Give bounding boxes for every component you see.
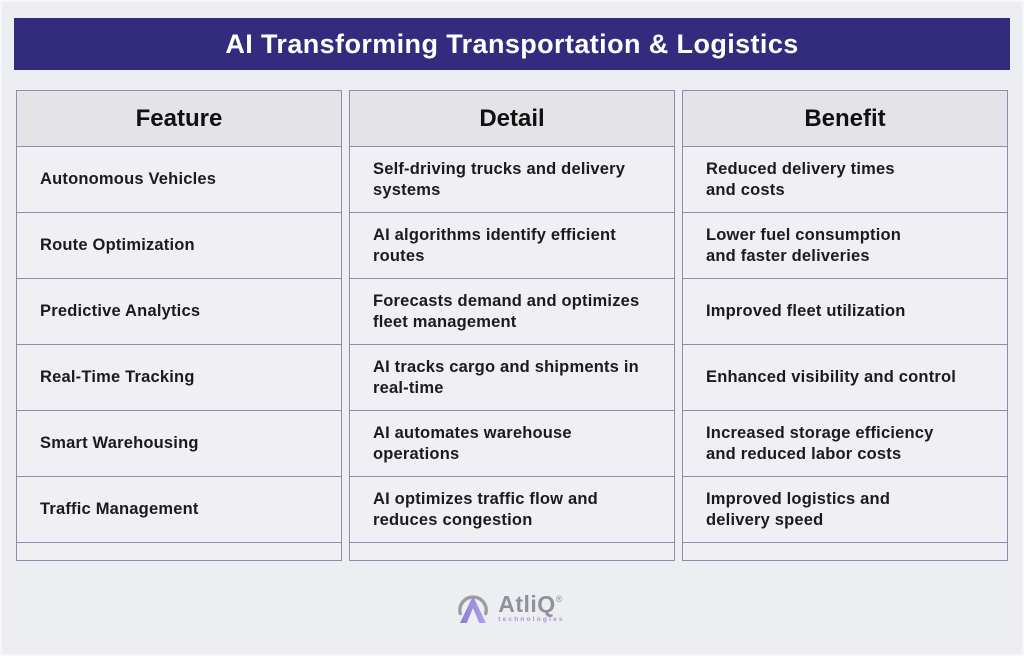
table-cell-empty (17, 543, 341, 560)
table-cell: Real-Time Tracking (17, 345, 341, 411)
table-cell: Improved fleet utilization (683, 279, 1007, 345)
atliq-logo-icon (458, 595, 489, 623)
table-cell: Autonomous Vehicles (17, 147, 341, 213)
table-cell: Predictive Analytics (17, 279, 341, 345)
table-cell: Traffic Management (17, 477, 341, 543)
table-cell: AI tracks cargo and shipments in real-ti… (350, 345, 674, 411)
column-feature: Feature Autonomous Vehicles Route Optimi… (16, 90, 342, 561)
column-header-feature: Feature (17, 91, 341, 147)
table-cell: AI automates warehouse operations (350, 411, 674, 477)
title-banner: AI Transforming Transportation & Logisti… (14, 18, 1010, 70)
table-cell: Smart Warehousing (17, 411, 341, 477)
table-cell: AI algorithms identify efficient routes (350, 213, 674, 279)
table-cell-empty (350, 543, 674, 560)
table-cell: Increased storage efficiency and reduced… (683, 411, 1007, 477)
column-benefit: Benefit Reduced delivery times and costs… (682, 90, 1008, 561)
brand-name: AtliQ (498, 590, 556, 617)
table-cell: Reduced delivery times and costs (683, 147, 1007, 213)
column-detail: Detail Self-driving trucks and delivery … (349, 90, 675, 561)
brand-block: AtliQ® technologies (498, 590, 569, 624)
table-cell-empty (683, 543, 1007, 560)
table-cell: AI optimizes traffic flow and reduces co… (350, 477, 674, 543)
table-cell: Enhanced visibility and control (683, 345, 1007, 411)
column-header-detail: Detail (350, 91, 674, 147)
table-cell: Lower fuel consumption and faster delive… (683, 213, 1007, 279)
table-cell: Improved logistics and delivery speed (683, 477, 1007, 543)
page-title: AI Transforming Transportation & Logisti… (225, 28, 799, 59)
table-cell: Self-driving trucks and delivery systems (350, 147, 674, 213)
comparison-table: Feature Autonomous Vehicles Route Optimi… (16, 90, 1008, 561)
footer: AtliQ® technologies (2, 589, 1022, 627)
table-cell: Forecasts demand and optimizes fleet man… (350, 279, 674, 345)
trademark-mark: ® (555, 593, 563, 604)
table-cell: Route Optimization (17, 213, 341, 279)
brand-subtitle: technologies (498, 615, 565, 623)
column-header-benefit: Benefit (683, 91, 1007, 147)
